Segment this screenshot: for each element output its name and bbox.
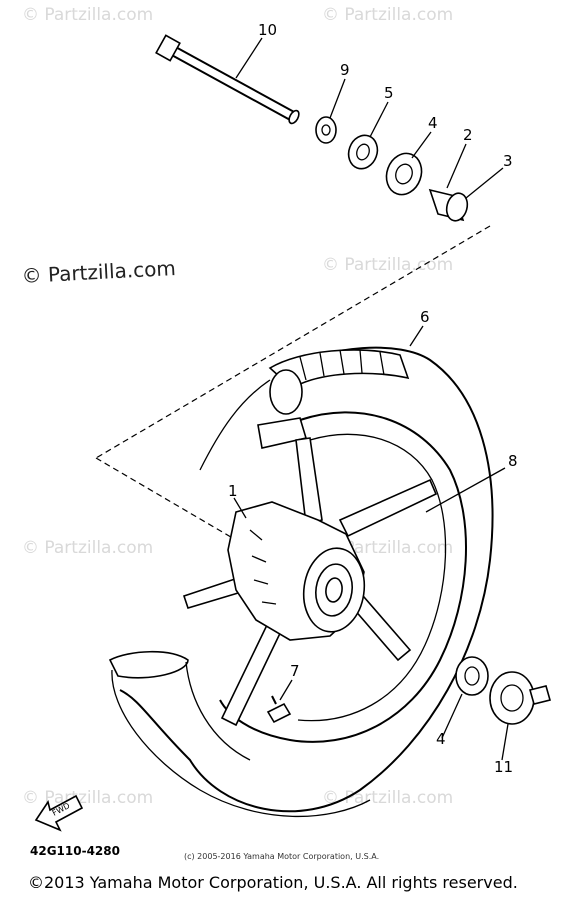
watermark: © Partzilla.com [322, 788, 453, 808]
svg-text:11: 11 [494, 758, 513, 776]
svg-text:9: 9 [340, 61, 350, 79]
watermark: © Partzilla.com [322, 255, 453, 275]
svg-text:4: 4 [428, 114, 438, 132]
assembly-guide-line [95, 225, 491, 459]
callout-8: 8 [425, 452, 518, 513]
watermark-prominent: © Partzilla.com [21, 256, 176, 288]
watermark: © Partzilla.com [22, 5, 153, 25]
part-bearing-upper [385, 152, 423, 196]
callout-5: 5 [369, 84, 394, 138]
part-collar [315, 116, 337, 144]
part-tire [108, 346, 494, 818]
watermark: © Partzilla.com [22, 538, 153, 558]
assembly-guide-line [95, 457, 237, 541]
callout-4-upper: 4 [411, 114, 438, 159]
svg-text:7: 7 [290, 662, 300, 680]
part-wheel [182, 411, 467, 743]
callout-6: 6 [409, 308, 430, 347]
svg-text:6: 6 [420, 308, 430, 326]
callout-9: 9 [329, 61, 350, 119]
watermark: © Partzilla.com [322, 5, 453, 25]
footer-copyright: ©2013 Yamaha Motor Corporation, U.S.A. A… [28, 873, 518, 892]
callout-2: 2 [446, 126, 473, 189]
part-valve [266, 695, 292, 724]
watermark: © Partzilla.com [22, 788, 153, 808]
part-oil-seal [347, 134, 379, 170]
callout-10: 10 [235, 21, 277, 79]
svg-text:2: 2 [463, 126, 473, 144]
svg-text:1: 1 [228, 482, 238, 500]
part-gear-unit [489, 671, 551, 725]
callout-7: 7 [279, 662, 300, 701]
callout-1: 1 [228, 482, 247, 519]
diagram-code: 42G110-4280 [30, 844, 120, 858]
svg-text:8: 8 [508, 452, 518, 470]
part-bearing-lower [455, 656, 489, 696]
part-axle [155, 34, 300, 125]
svg-text:3: 3 [503, 152, 513, 170]
part-spacer [428, 188, 469, 222]
callout-4-lower: 4 [436, 693, 463, 748]
svg-text:10: 10 [258, 21, 277, 39]
small-copyright: (c) 2005-2016 Yamaha Motor Corporation, … [184, 852, 379, 861]
svg-text:4: 4 [436, 730, 446, 748]
callout-3: 3 [465, 152, 513, 199]
callout-11: 11 [494, 723, 513, 776]
svg-text:5: 5 [384, 84, 394, 102]
